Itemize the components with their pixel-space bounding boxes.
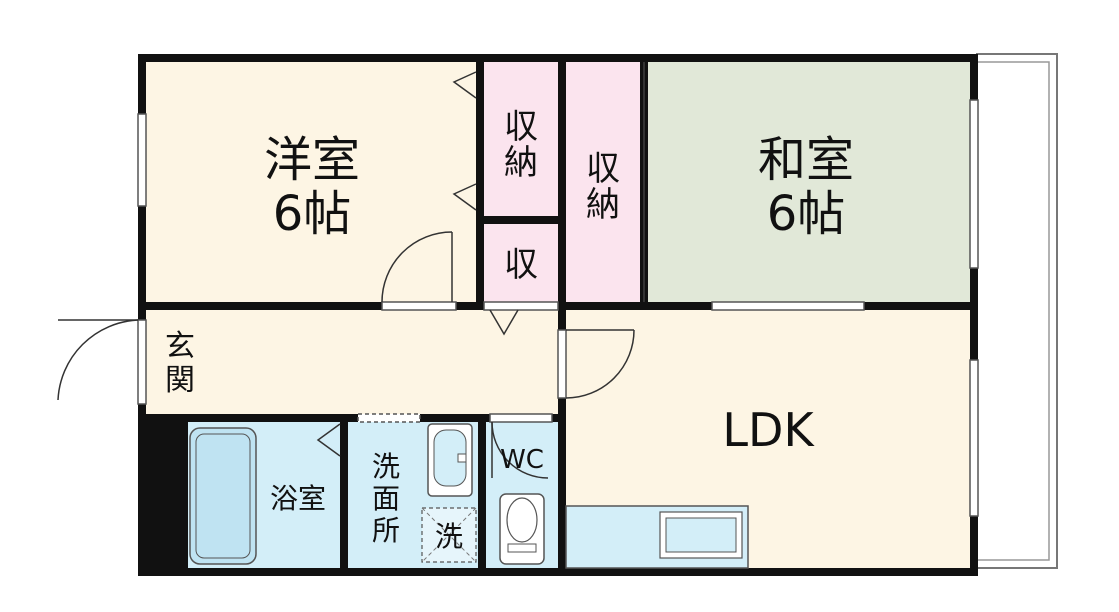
bathtub-icon (189, 427, 257, 565)
closet-b-label-1: 収 (586, 149, 620, 189)
toilet-icon (499, 493, 545, 565)
toilet-label: WC (500, 445, 544, 475)
closet-small-label: 収 (504, 245, 538, 285)
closet-b-floor (566, 62, 640, 302)
windows (137, 99, 979, 517)
entrance-label-1: 玄 (165, 329, 195, 364)
washer-space (421, 507, 477, 563)
closet-small-floor (484, 224, 558, 302)
closet-b-label-2: 納 (586, 185, 620, 225)
closet-a-label-2: 納 (504, 143, 538, 183)
hall-floor (146, 310, 558, 414)
washer-label: 洗 (435, 520, 463, 553)
balcony (976, 53, 1058, 569)
kitchen-counter-icon (565, 505, 749, 569)
door-swings (57, 71, 635, 479)
western-room-size: 6帖 (273, 186, 352, 242)
closet-a-floor (484, 62, 558, 216)
japanese-room-floor (648, 62, 970, 302)
japanese-room-name: 和室 (758, 132, 854, 188)
japanese-room-size: 6帖 (767, 186, 846, 242)
washroom-label-1: 洗 (372, 450, 400, 483)
washroom-label-2: 面 (372, 482, 400, 515)
entrance-label-2: 関 (165, 363, 195, 398)
western-room-name: 洋室 (264, 132, 360, 188)
bath-label: 浴室 (270, 482, 326, 515)
western-room-floor (146, 62, 476, 302)
wash-basin-icon (427, 423, 473, 497)
ldk-label: LDK (722, 403, 815, 457)
closet-a-label-1: 収 (504, 107, 538, 147)
washroom-label-3: 所 (372, 514, 400, 547)
